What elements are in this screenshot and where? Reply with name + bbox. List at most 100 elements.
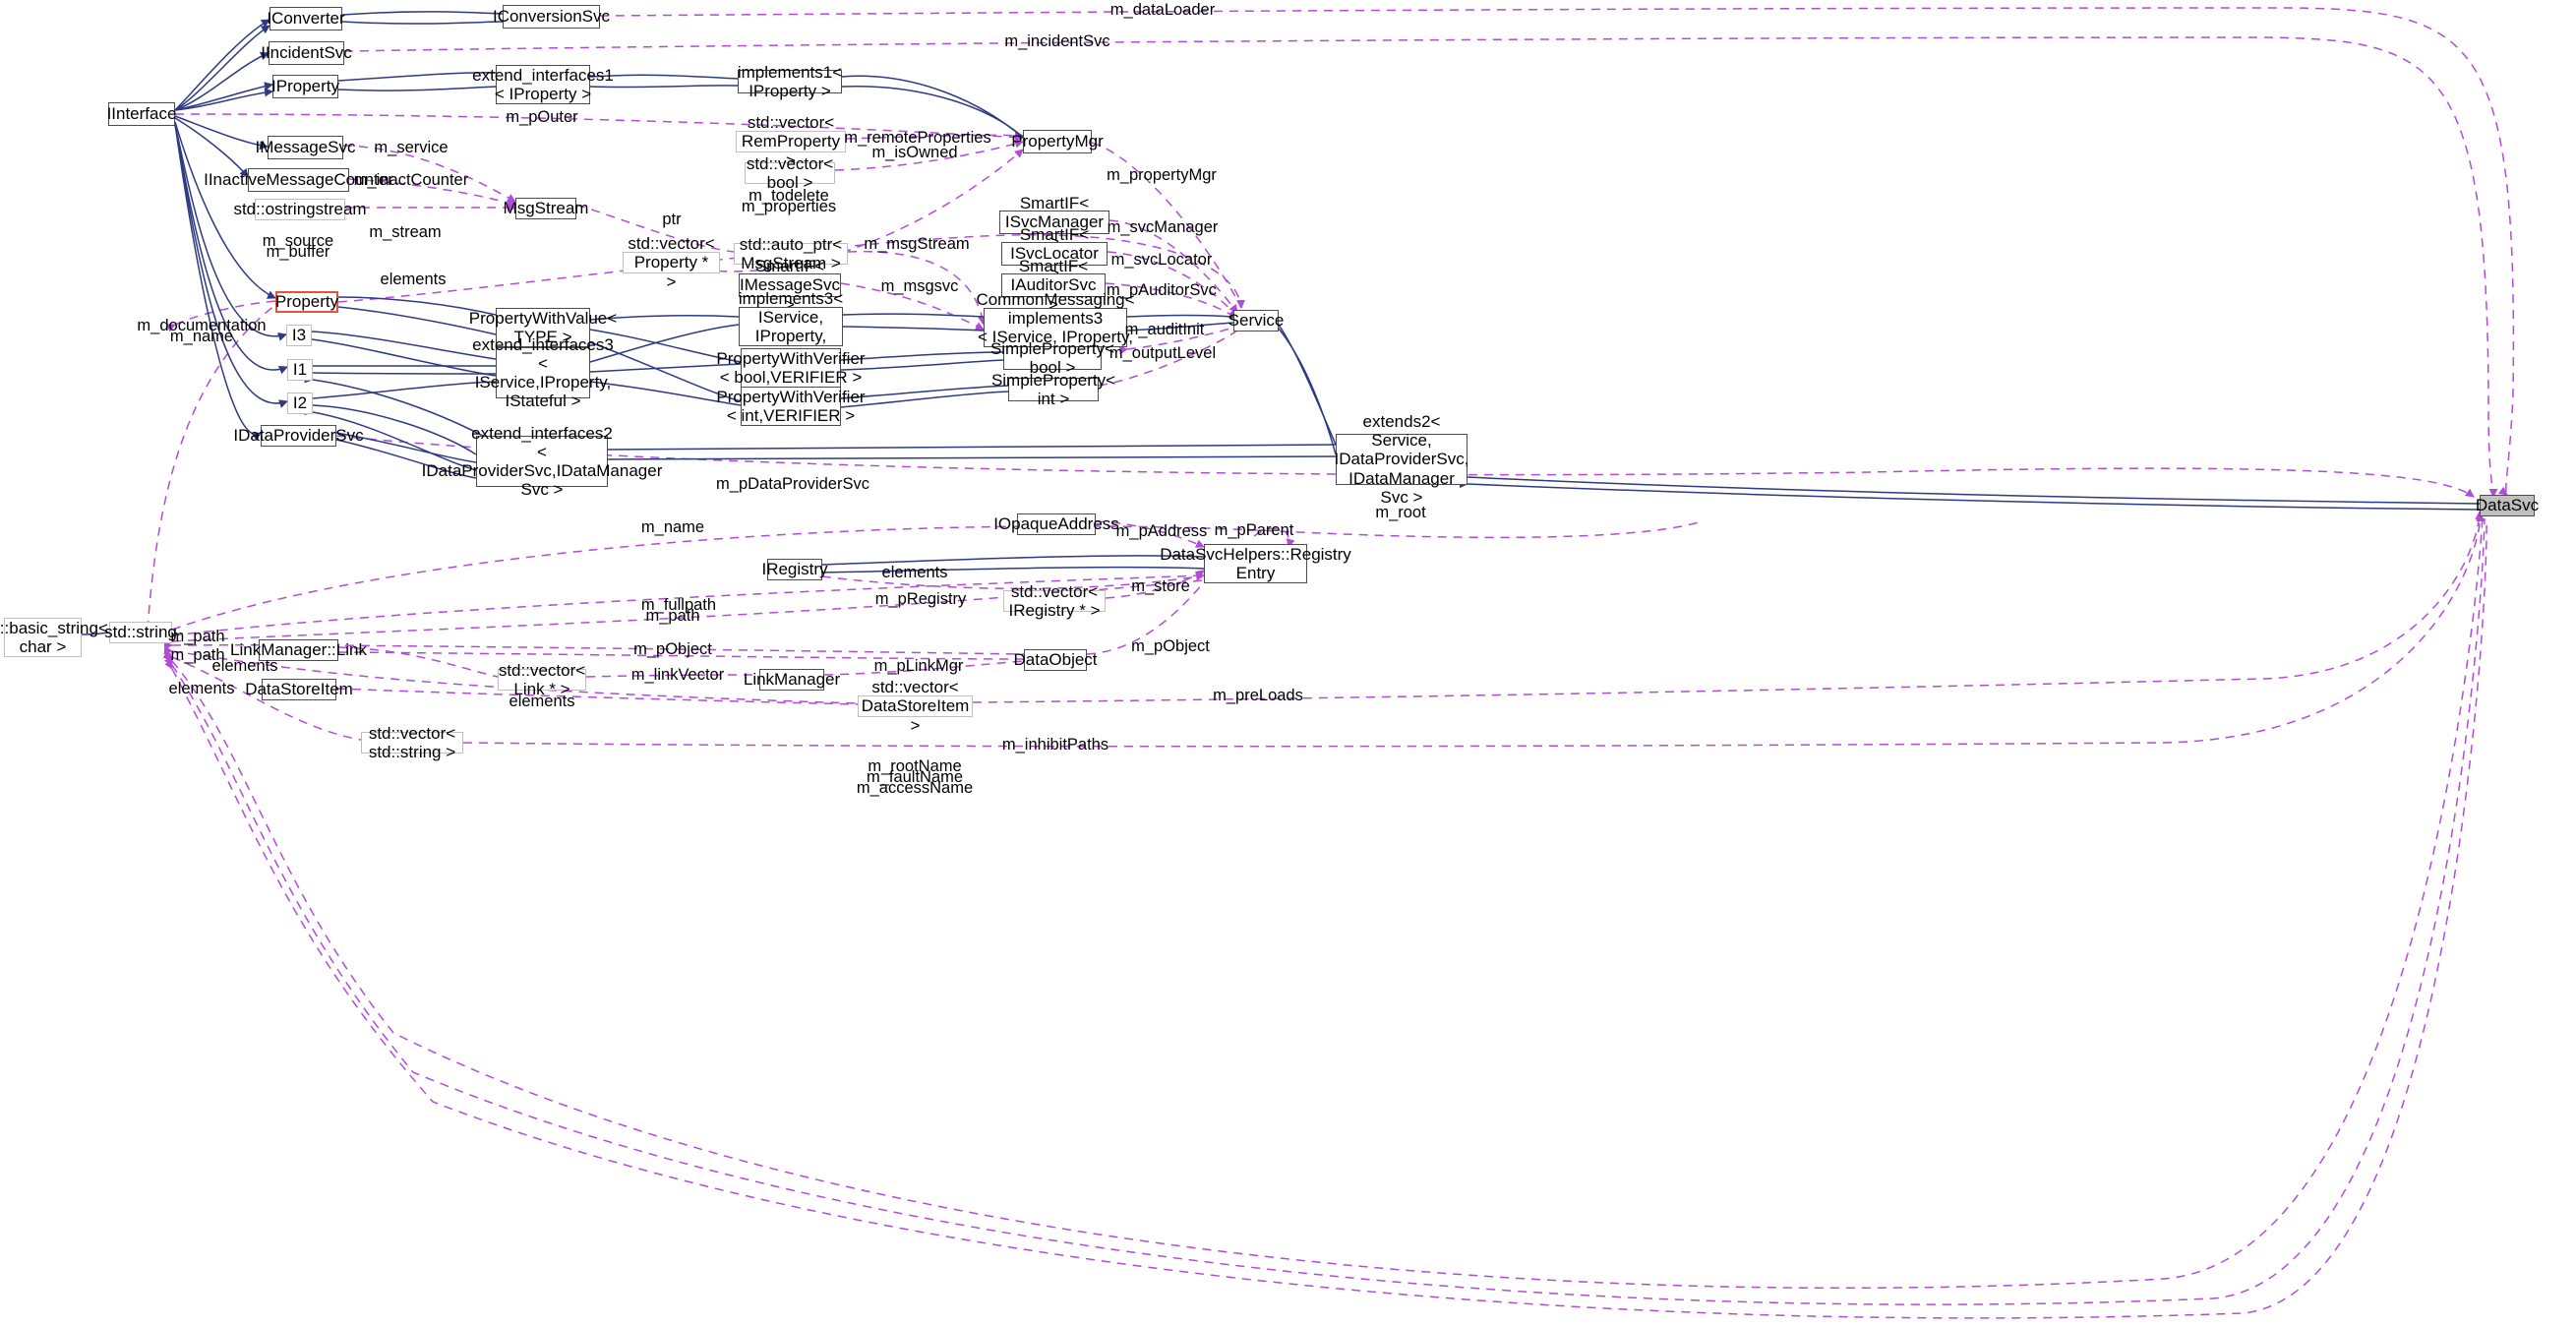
class-node-PropWithVerifier_int[interactable]: PropertyWithVerifier < int,VERIFIER > — [716, 387, 866, 426]
class-node-label: extend_interfaces1 < IProperty > — [472, 65, 614, 103]
inheritance-edge — [333, 11, 504, 21]
edge-label: m_pAddress — [1115, 522, 1208, 540]
edge-label: m_incidentSvc — [1004, 32, 1110, 50]
inheritance-edge — [1459, 472, 2481, 505]
inheritance-edge — [174, 82, 273, 111]
inheritance-edge — [1270, 315, 1337, 446]
edge-label: m_path — [645, 607, 700, 625]
inheritance-edge — [834, 322, 985, 332]
edge-label: m_pParent — [1214, 521, 1294, 539]
usage-edge — [163, 517, 2486, 1305]
class-node-label: PropertyWithVerifier < bool,VERIFIER > — [716, 348, 866, 387]
class-node-implements3[interactable]: implements3< IService, IProperty, IState… — [739, 289, 843, 364]
class-node-I1[interactable]: I1 — [287, 359, 313, 381]
edge-label: elements — [380, 271, 447, 288]
class-node-DataObject[interactable]: DataObject — [1013, 649, 1098, 671]
class-node-label: IOpaqueAddress — [993, 514, 1119, 534]
edge-label: m_dataLoader — [1109, 1, 1216, 19]
class-node-IInterface[interactable]: IInterface — [107, 102, 176, 126]
inheritance-edge — [1459, 479, 2481, 511]
class-node-vector_DataStoreItem[interactable]: std::vector< DataStoreItem > — [858, 678, 973, 735]
class-node-label: I3 — [291, 326, 307, 345]
class-node-extends2[interactable]: extends2< Service, IDataProviderSvc, IDa… — [1335, 412, 1469, 506]
edge-label: m_pObject — [633, 640, 712, 658]
class-node-DataStoreItem[interactable]: DataStoreItem — [245, 679, 353, 700]
usage-edge — [462, 513, 2486, 748]
class-node-label: DataObject — [1013, 650, 1098, 670]
class-node-label: std::vector< DataStoreItem > — [861, 678, 970, 735]
edge-label: m_service — [374, 139, 449, 156]
class-node-vector_RemProperty[interactable]: std::vector< RemProperty > — [736, 113, 846, 170]
class-node-label: std::string — [104, 623, 177, 642]
inheritance-edge — [304, 381, 497, 404]
class-node-label: IDataProviderSvc — [233, 426, 364, 446]
class-node-label: LinkManager — [743, 670, 841, 690]
edge-label: m_inactCounter — [353, 171, 469, 189]
inheritance-edge — [599, 444, 1337, 454]
class-node-ostringstream[interactable]: std::ostringstream — [233, 199, 367, 220]
class-node-label: PropertyMgr — [1011, 132, 1104, 151]
class-node-Property[interactable]: Property — [275, 291, 338, 313]
class-node-vector_bool[interactable]: std::vector< bool > — [745, 154, 835, 192]
class-node-RegistryEntry[interactable]: DataSvcHelpers::Registry Entry — [1160, 544, 1351, 583]
class-node-label: DataSvc — [2475, 496, 2540, 515]
inheritance-edge — [174, 51, 270, 111]
class-node-label: Service — [1228, 311, 1285, 331]
class-node-PropWithVerifier_bool[interactable]: PropertyWithVerifier < bool,VERIFIER > — [716, 348, 866, 388]
edge-label: m_name — [169, 328, 234, 345]
class-node-vector_IRegistry[interactable]: std::vector< IRegistry * > — [1003, 582, 1106, 620]
class-node-vector_Link[interactable]: std::vector< Link * > — [498, 661, 586, 698]
edge-label: m_pOuter — [506, 108, 578, 126]
class-node-label: extend_interfaces3 < IService,IProperty,… — [472, 334, 614, 411]
class-node-PropertyMgr[interactable]: PropertyMgr — [1011, 130, 1104, 153]
class-node-std_string[interactable]: std::string — [104, 622, 177, 643]
edge-label: ptr — [662, 211, 682, 228]
class-node-IMessageSvc[interactable]: IMessageSvc — [255, 136, 356, 159]
edge-label: elements — [881, 564, 948, 581]
class-node-IInactiveMsgCtr[interactable]: IInactiveMessageCounter — [204, 168, 393, 192]
edge-label: m_pObject — [1131, 637, 1210, 655]
class-node-I2[interactable]: I2 — [287, 392, 313, 414]
edge-label: m_properties — [741, 198, 837, 215]
class-node-IConverter[interactable]: IConverter — [267, 7, 345, 30]
class-node-label: extend_interfaces2 < IDataProviderSvc,ID… — [421, 423, 663, 500]
class-node-label: std::vector< std::string > — [368, 723, 456, 761]
class-node-DataSvc[interactable]: DataSvc — [2476, 495, 2539, 516]
class-node-vector_Property[interactable]: std::vector< Property * > — [623, 234, 720, 291]
inheritance-edge — [174, 123, 288, 408]
class-node-SimpleProperty_bool[interactable]: SimpleProperty< bool > — [990, 339, 1114, 377]
class-node-IConversionSvc[interactable]: IConversionSvc — [493, 5, 610, 29]
inheritance-edge — [174, 117, 249, 178]
class-node-SimpleProperty_int[interactable]: SimpleProperty< int > — [991, 371, 1115, 408]
class-node-implements1[interactable]: implements1< IProperty > — [738, 63, 842, 100]
class-node-label: IConverter — [267, 9, 345, 29]
inheritance-edge — [174, 25, 270, 111]
class-node-extend_interfaces2[interactable]: extend_interfaces2 < IDataProviderSvc,ID… — [422, 424, 663, 499]
edge-label: m_pLinkMgr — [873, 657, 964, 675]
class-node-I3[interactable]: I3 — [286, 325, 312, 346]
class-node-IOpaqueAddress[interactable]: IOpaqueAddress — [993, 513, 1119, 535]
inheritance-edge — [813, 555, 1205, 570]
class-node-IProperty[interactable]: IProperty — [271, 75, 339, 98]
class-node-vector_string[interactable]: std::vector< std::string > — [361, 724, 463, 761]
class-node-label: IIncidentSvc — [261, 43, 352, 63]
class-node-basic_string[interactable]: std::basic_string< char > — [0, 618, 108, 657]
class-node-label: Property — [274, 292, 339, 312]
class-node-LinkManager[interactable]: LinkManager — [744, 669, 840, 691]
class-node-label: IProperty — [271, 77, 339, 96]
edge-label: m_accessName — [856, 779, 974, 797]
class-node-IRegistry[interactable]: IRegistry — [761, 559, 828, 580]
edge-label: m_store — [1131, 577, 1190, 595]
edge-label: m_path — [170, 628, 225, 645]
class-node-IIncidentSvc[interactable]: IIncidentSvc — [261, 41, 352, 65]
class-node-IDataProviderSvc[interactable]: IDataProviderSvc — [233, 425, 364, 447]
class-node-Service[interactable]: Service — [1228, 310, 1284, 332]
edge-label: m_propertyMgr — [1107, 166, 1217, 184]
edge-label: m_pDataProviderSvc — [716, 475, 869, 493]
class-node-extend_interfaces1[interactable]: extend_interfaces1 < IProperty > — [472, 65, 614, 104]
class-node-extend_interfaces3[interactable]: extend_interfaces3 < IService,IProperty,… — [472, 335, 614, 410]
class-node-label: std::vector< Property * > — [628, 234, 715, 291]
edge-label: m_outputLevel — [1108, 344, 1217, 362]
class-node-MsgStream[interactable]: MsgStream — [504, 198, 588, 219]
edge-label: elements — [211, 657, 278, 675]
